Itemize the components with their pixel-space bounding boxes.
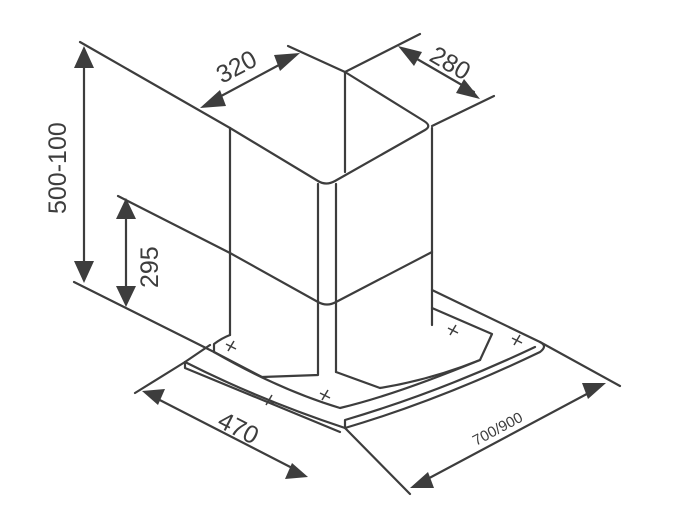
- screw-mark-3: [319, 389, 331, 401]
- dimension-lines: [74, 46, 606, 488]
- arrow-320-right: [274, 53, 300, 71]
- arrow-280-top: [398, 46, 422, 66]
- canopy-front-curve: [212, 350, 482, 410]
- chimney-top-outline: [228, 70, 430, 185]
- label-overall-height: 500-100: [44, 122, 72, 214]
- canopy-outer-front: [343, 345, 537, 430]
- extension-lines: [72, 32, 622, 496]
- arrow-470-right: [285, 463, 308, 479]
- screw-mark-5: [511, 334, 523, 346]
- screw-mark-2: [263, 394, 275, 406]
- canopy: [183, 288, 546, 434]
- ext-bottom-left: [72, 280, 216, 354]
- dim-line-700: [418, 386, 600, 485]
- label-canopy-height: 295: [136, 246, 164, 288]
- label-hood-width: 700/900: [470, 409, 526, 449]
- dim-line-470: [148, 393, 302, 474]
- arrow-320-left: [200, 90, 226, 108]
- arrow-280-bottom: [456, 79, 480, 99]
- ext-280-top: [343, 32, 422, 74]
- chimney: [228, 70, 434, 374]
- screw-mark-4: [447, 324, 459, 336]
- screw-mark-1: [225, 340, 237, 352]
- ext-280-bottom: [430, 94, 496, 128]
- label-chimney-depth: 280: [425, 41, 475, 86]
- canopy-left-bevel: [183, 360, 342, 434]
- arrow-470-left: [142, 389, 165, 405]
- arrow-700-left: [410, 472, 434, 488]
- chimney-joint-line: [228, 250, 434, 306]
- ext-canopy-top: [116, 194, 232, 255]
- screw-marks: [225, 324, 523, 406]
- canopy-inner-outline: [212, 333, 320, 379]
- label-chimney-width: 320: [212, 45, 262, 89]
- ext-470-right: [343, 426, 412, 496]
- ext-470-left: [133, 360, 187, 395]
- ext-top-left: [78, 40, 232, 130]
- arrow-height-bottom: [74, 261, 94, 283]
- arrow-canopy-top: [116, 198, 136, 219]
- arrow-height-top: [74, 46, 94, 68]
- ext-320-right: [286, 44, 347, 74]
- canopy-outer-outline: [183, 288, 546, 430]
- arrow-canopy-bottom: [116, 286, 136, 307]
- label-hood-depth: 470: [213, 406, 263, 450]
- arrow-700-right: [582, 383, 606, 399]
- ext-700-right: [538, 340, 622, 388]
